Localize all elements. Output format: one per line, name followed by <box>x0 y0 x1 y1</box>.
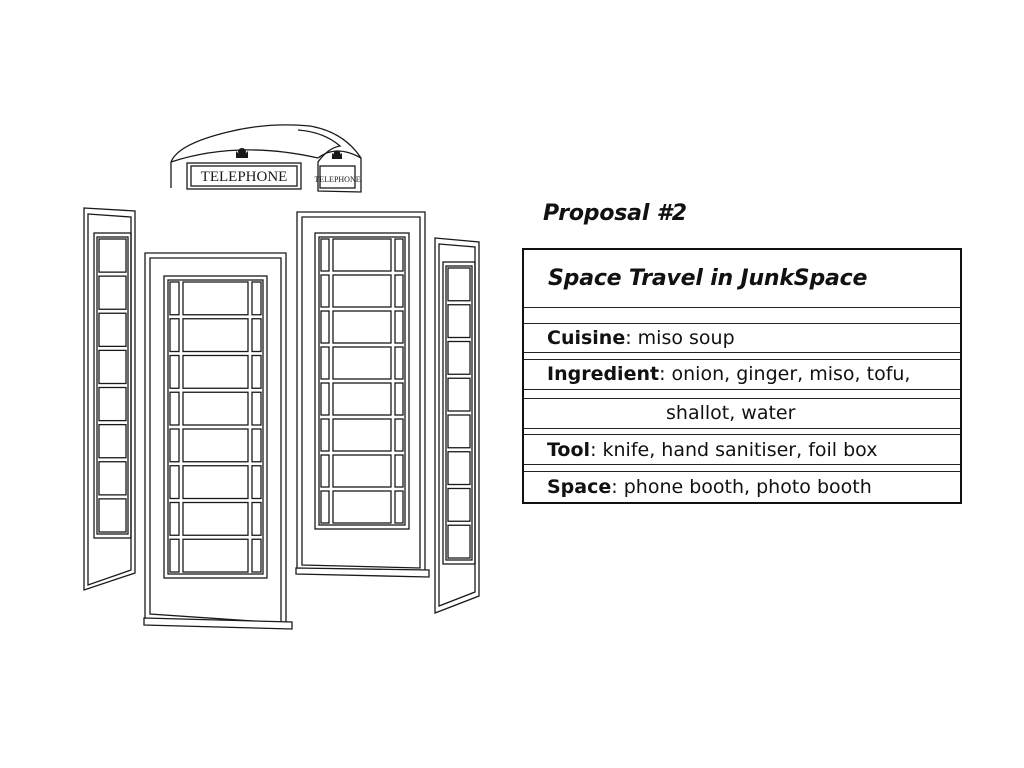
row-value: phone booth, photo booth <box>623 476 872 498</box>
row-ingredient-continued: shallot, water <box>666 401 795 425</box>
crown-icon <box>236 148 248 158</box>
card-divider <box>524 464 960 465</box>
card-title: Space Travel in JunkSpace <box>548 266 868 291</box>
row-cuisine: Cuisine: miso soup <box>547 326 735 350</box>
booth-side-panel-left <box>83 207 136 591</box>
proposal-heading: Proposal #2 <box>543 201 687 226</box>
card-divider <box>524 428 960 429</box>
booth-side-panel-right <box>434 237 480 614</box>
row-label: Space <box>547 476 612 498</box>
booth-door-left <box>143 252 293 630</box>
row-value: knife, hand sanitiser, foil box <box>602 439 878 461</box>
row-sep: : <box>590 439 603 461</box>
booth-door-right <box>295 211 430 578</box>
row-ingredient: Ingredient: onion, ginger, miso, tofu, <box>547 362 910 386</box>
crown-icon-side <box>332 150 342 159</box>
row-space: Space: phone booth, photo booth <box>547 475 872 499</box>
card-divider <box>524 323 960 324</box>
card-divider <box>524 352 960 353</box>
row-value: onion, ginger, miso, tofu, <box>671 363 911 385</box>
booth-roof: TELEPHONE TELEPHONE <box>170 124 362 193</box>
card-divider <box>524 389 960 390</box>
card-divider <box>524 307 960 308</box>
sign-side-text: TELEPHONE <box>314 175 360 184</box>
row-tool: Tool: knife, hand sanitiser, foil box <box>547 438 877 462</box>
row-value: miso soup <box>637 327 735 349</box>
sign-main-text: TELEPHONE <box>201 169 288 185</box>
row-sep: : <box>659 363 672 385</box>
row-label: Cuisine <box>547 327 626 349</box>
row-value: shallot, water <box>666 402 796 424</box>
card-divider <box>524 398 960 399</box>
card-divider <box>524 359 960 360</box>
telephone-booth-illustration: TELEPHONE TELEPHONE <box>83 124 480 630</box>
card-divider <box>524 434 960 435</box>
row-sep: : <box>611 476 624 498</box>
row-sep: : <box>625 327 638 349</box>
card-divider <box>524 471 960 472</box>
row-label: Ingredient <box>547 363 660 385</box>
row-label: Tool <box>547 439 591 461</box>
proposal-card: Space Travel in JunkSpace Cuisine: miso … <box>522 248 962 504</box>
